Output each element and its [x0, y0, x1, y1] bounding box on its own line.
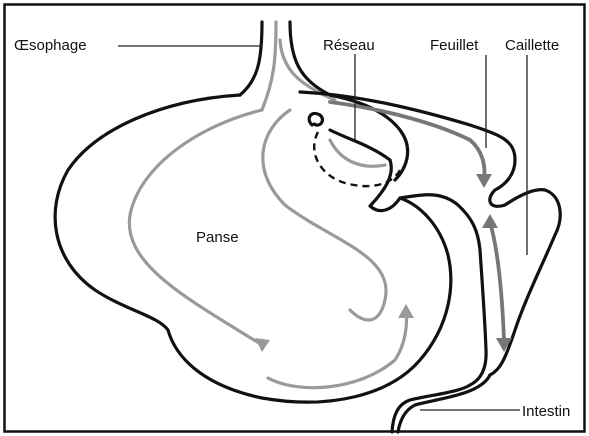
rumen-flow-left: [129, 110, 262, 345]
intestine-outline: [398, 375, 490, 432]
rumen-inner-fold: [330, 130, 390, 160]
oesophagus-right-wall: [290, 22, 330, 95]
rumen-outline: [55, 95, 451, 402]
oesophagus-flow: [262, 22, 276, 110]
reticulum-hook: [309, 113, 322, 125]
abomasum-outline: [400, 195, 486, 385]
arrowhead-1: [255, 338, 270, 352]
abomasum-flow: [490, 222, 504, 340]
label-oesophage: Œsophage: [14, 37, 87, 54]
arrowhead-2: [398, 304, 414, 318]
label-intestin: Intestin: [522, 403, 570, 420]
rumen-flow-s: [263, 110, 386, 320]
rumen-flow-bottom: [268, 310, 407, 388]
label-caillette: Caillette: [505, 37, 559, 54]
arrowhead-5: [482, 214, 498, 228]
intestine-inner: [392, 385, 470, 432]
label-feuillet: Feuillet: [430, 37, 479, 54]
oesophagus-left-wall: [240, 22, 262, 95]
arrowhead-3: [476, 174, 492, 188]
label-panse: Panse: [196, 229, 239, 246]
label-reseau: Réseau: [323, 37, 375, 54]
